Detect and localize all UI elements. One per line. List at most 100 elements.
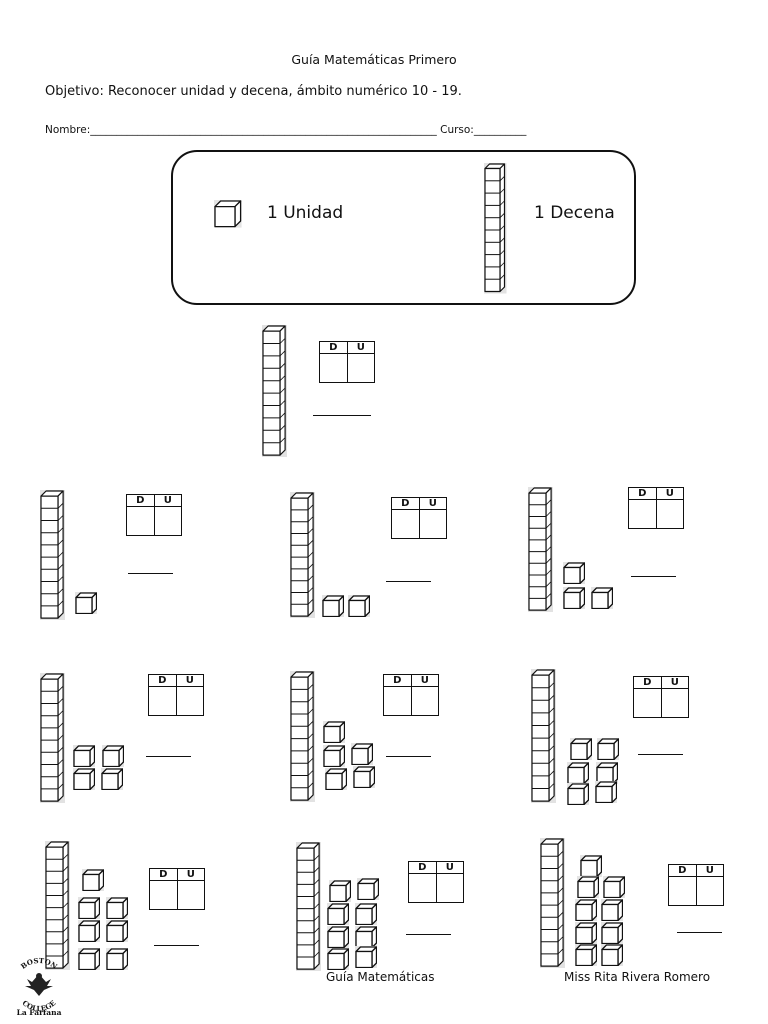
unit-cube (73, 768, 96, 791)
unit-cube (357, 878, 380, 901)
unit-cube (567, 783, 590, 806)
unit-cube (355, 903, 378, 926)
tens-header: D (149, 868, 178, 881)
unit-cube (601, 899, 624, 922)
units-answer-cell[interactable] (176, 880, 205, 910)
footer-teacher: Miss Rita Rivera Romero (564, 970, 711, 984)
name-label: Nombre: (45, 124, 91, 136)
answer-line[interactable] (386, 756, 431, 757)
tens-header: D (383, 674, 412, 687)
tens-answer-cell[interactable] (383, 686, 412, 716)
unit-cube (563, 562, 586, 585)
footer-subject: Guía Matemáticas (326, 970, 435, 984)
ten-rod (262, 325, 288, 458)
unit-cube (322, 595, 345, 618)
answer-line[interactable] (638, 754, 683, 755)
ten-rod (290, 492, 316, 619)
unit-cube (351, 743, 374, 766)
course-label: Curso: (440, 124, 474, 136)
units-answer-cell[interactable] (660, 688, 689, 718)
units-header: U (175, 674, 204, 687)
tens-header: D (633, 676, 662, 689)
answer-line[interactable] (386, 581, 431, 582)
tens-answer-cell[interactable] (408, 873, 437, 903)
unit-cube (73, 745, 96, 768)
units-header: U (418, 497, 447, 510)
units-header: U (153, 494, 182, 507)
page-title: Guía Matemáticas Primero (291, 52, 457, 67)
unit-cube (102, 745, 125, 768)
units-header: U (435, 861, 464, 874)
unit-cube (570, 738, 593, 761)
unit-cube (603, 876, 626, 899)
answer-line[interactable] (154, 945, 199, 946)
unit-cube (78, 948, 101, 971)
tens-answer-cell[interactable] (628, 499, 657, 529)
unit-cube (106, 948, 129, 971)
tens-answer-cell[interactable] (148, 686, 177, 716)
name-field-line[interactable]: ________________________________________… (90, 124, 437, 136)
units-answer-cell[interactable] (346, 353, 375, 383)
tens-answer-cell[interactable] (633, 688, 662, 718)
unit-cube (323, 745, 346, 768)
answer-line[interactable] (128, 573, 173, 574)
tens-answer-cell[interactable] (668, 876, 697, 906)
tens-answer-cell[interactable] (319, 353, 348, 383)
svg-text:La Farfana: La Farfana (17, 1008, 62, 1017)
unit-cube (78, 920, 101, 943)
units-answer-cell[interactable] (410, 686, 439, 716)
answer-line[interactable] (146, 756, 191, 757)
unit-cube (577, 876, 600, 899)
unit-cube (329, 880, 352, 903)
units-header: U (695, 864, 724, 877)
answer-line[interactable] (313, 415, 371, 416)
course-field-line[interactable]: __________ (473, 124, 527, 136)
student-info-row: Nombre:_________________________________… (45, 124, 526, 136)
units-answer-cell[interactable] (418, 509, 447, 539)
tens-answer-cell[interactable] (391, 509, 420, 539)
unit-cube (591, 587, 614, 610)
tens-answer-cell[interactable] (149, 880, 178, 910)
unit-cube (575, 922, 598, 945)
units-header: U (176, 868, 205, 881)
unit-cube (106, 897, 129, 920)
units-header: U (655, 487, 684, 500)
ten-rod (528, 487, 554, 613)
unit-cube (355, 926, 378, 949)
units-header: U (660, 676, 689, 689)
answer-line[interactable] (677, 932, 722, 933)
units-answer-cell[interactable] (695, 876, 724, 906)
units-answer-cell[interactable] (655, 499, 684, 529)
ten-rod (296, 842, 322, 972)
units-header: U (410, 674, 439, 687)
unit-cube (601, 922, 624, 945)
ten-rod (45, 841, 71, 971)
unit-cube (327, 926, 350, 949)
legend-box (171, 150, 636, 305)
unit-cube (82, 869, 105, 892)
answer-line[interactable] (631, 576, 676, 577)
unit-cube (601, 944, 624, 967)
units-answer-cell[interactable] (153, 506, 182, 536)
school-logo: BOSTON COLLEGE La Farfana (17, 956, 62, 1017)
units-answer-cell[interactable] (175, 686, 204, 716)
unit-cube (580, 855, 603, 878)
units-answer-cell[interactable] (435, 873, 464, 903)
unit-cube (327, 903, 350, 926)
unit-cube (597, 738, 620, 761)
tens-answer-cell[interactable] (126, 506, 155, 536)
ten-rod (540, 838, 566, 969)
objective-text: Objetivo: Reconocer unidad y decena, ámb… (45, 84, 462, 99)
unit-cube (101, 768, 124, 791)
answer-line[interactable] (406, 934, 451, 935)
ten-rod (290, 671, 316, 803)
